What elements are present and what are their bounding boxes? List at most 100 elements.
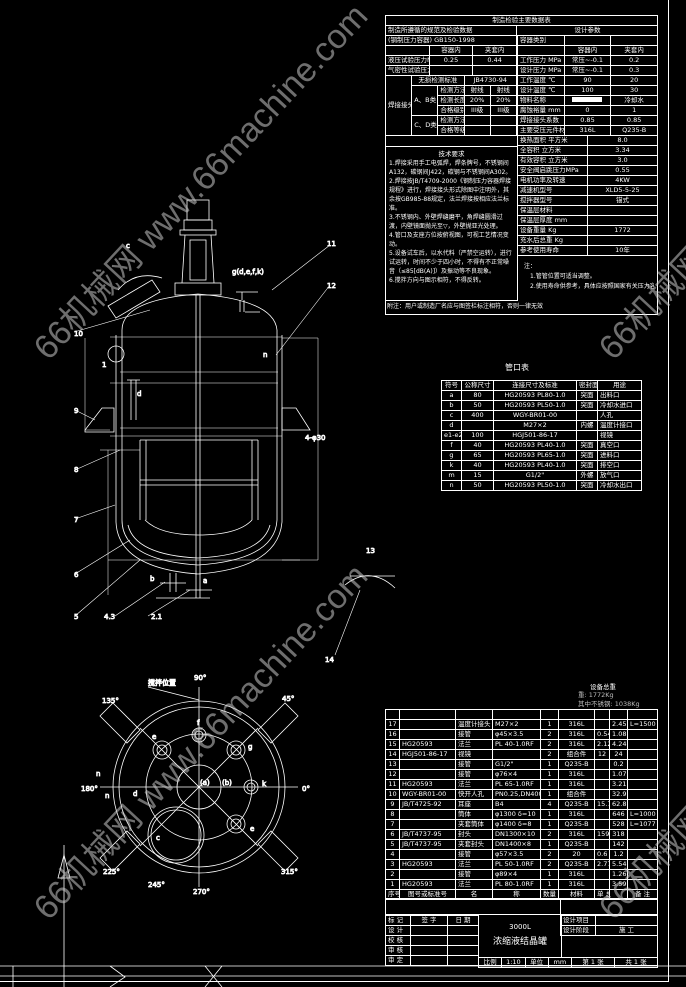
design-params-title: 设计参数 <box>574 26 601 34</box>
design-param-row-cell: 容器类别 <box>517 35 565 46</box>
design-param-row-cell: 工作压力 MPa <box>517 55 565 66</box>
design-param-row-cell <box>610 35 658 46</box>
weld-cell: 检测方法 <box>437 85 465 96</box>
parts-row-cell: 32.9 <box>609 789 628 800</box>
nozzle-row-cell: 400 <box>461 410 494 421</box>
sign-row: 审 核 <box>385 945 479 956</box>
nozzle-row-cell: 突面 <box>576 390 598 401</box>
design-param-row-cell: 3.0 <box>587 155 658 166</box>
parts-row-cell: Q235-B <box>558 839 595 850</box>
parts-row-cell: 3.21 <box>609 779 628 790</box>
parts-row-cell: 316L <box>558 779 595 790</box>
plan-c: c <box>156 834 160 842</box>
capacity: 3000L <box>509 923 531 931</box>
nozzle-row-cell <box>576 410 598 421</box>
label-4-3: 4.3 <box>104 613 115 621</box>
design-param-row: 保温层厚度 mm <box>517 215 658 226</box>
sign-row-cell: 审 核 <box>385 945 411 956</box>
inner-shell <box>121 293 278 566</box>
parts-row-cell: 11 <box>385 779 400 790</box>
parts-row-cell: HG20593 <box>399 879 456 890</box>
ndt-label: 无损检测标准 <box>411 75 465 86</box>
parts-row-cell: Q235-B <box>558 859 595 870</box>
weld-group-label: 焊接接头检测要求 <box>384 75 413 136</box>
plan-e2: e <box>250 825 254 833</box>
parts-row-cell: 视镜 <box>455 749 493 760</box>
angle-225: 225° <box>103 868 120 876</box>
drawing-frame <box>0 0 669 982</box>
design-param-row-cell: 20 <box>610 75 658 86</box>
parts-row-cell: 646 <box>609 809 628 820</box>
parts-row-cell: 4 <box>385 849 400 860</box>
design-param-row-cell: 搅拌器型号 <box>517 195 588 206</box>
design-param-row-cell: 3.34 <box>587 145 658 156</box>
design-param-row-cell <box>563 35 612 46</box>
parts-row-cell <box>399 869 456 880</box>
parts-row-cell: 14 <box>385 749 400 760</box>
parts-row-cell: 142 <box>609 839 628 850</box>
design-param-row-cell: 0.85 <box>610 115 658 126</box>
design-param-row-cell: 安全阀启跳压力MPa <box>517 165 588 176</box>
label-ear: 4-φ30 <box>305 434 326 442</box>
label-10: 10 <box>74 330 83 338</box>
design-param-row: 容器内夹套内 <box>517 45 658 56</box>
plan-e: e <box>152 733 156 741</box>
agitator-drive <box>174 199 222 296</box>
weld-cell: 20% <box>489 95 518 106</box>
parts-row-cell <box>627 769 658 780</box>
stainless-weight: 其中不锈钢: 1038Kg <box>578 700 640 708</box>
nozzle-row-cell: 视镜 <box>597 430 642 441</box>
jacket-bottom <box>127 524 271 559</box>
sign-row-cell <box>410 945 448 956</box>
parts-row-cell: 8 <box>385 809 400 820</box>
parts-row-cell <box>594 819 610 830</box>
parts-row-cell: G1/2" <box>492 759 541 770</box>
weld-cell: 20% <box>463 95 491 106</box>
parts-row-cell: 1 <box>540 869 559 880</box>
label-2-1: 2.1 <box>151 613 162 621</box>
spec-row-cell: (钢制压力容器) GB150-1998 <box>385 35 517 46</box>
design-param-row-cell <box>587 215 658 226</box>
design-param-row-cell: Q235-B <box>610 125 658 136</box>
parts-row-cell: 2 <box>540 829 559 840</box>
parts-row-cell: 159 <box>594 829 610 840</box>
nozzle-row-cell: 突面 <box>576 440 598 451</box>
parts-row-cell <box>627 799 658 810</box>
parts-row-cell: 接管 <box>455 759 493 770</box>
design-param-row-cell: 设计压力 MPa <box>517 65 565 76</box>
sheet-number: 第 1 张 <box>571 957 615 968</box>
spec-row-cell <box>472 65 517 76</box>
parts-row-cell: HG20593 <box>399 739 456 750</box>
design-param-row-cell: 有效容积 立方米 <box>517 155 588 166</box>
label-5: 5 <box>74 613 78 621</box>
design-param-row-cell <box>563 95 612 106</box>
nozzle-row-cell: 真空口 <box>597 440 642 451</box>
nozzle-row-cell: WGY-BR01-00 <box>493 410 577 421</box>
parts-row-cell <box>399 809 456 820</box>
parts-row-cell <box>594 719 610 730</box>
spec-row: (钢制压力容器) GB150-1998 <box>385 35 517 46</box>
parts-row-cell: φ57×3.5 <box>492 849 541 860</box>
design-param-row: 物料名称冷却水 <box>517 95 658 106</box>
parts-row-cell: HG20593 <box>399 859 456 870</box>
design-param-row-cell: 保温层厚度 mm <box>517 215 588 226</box>
parts-row-cell: 16 <box>385 729 400 740</box>
weld-class-label: A、B类 <box>411 85 439 116</box>
parts-row-cell <box>399 819 456 830</box>
label-7: 7 <box>74 516 78 524</box>
nozzle-row-cell: 排空口 <box>597 460 642 471</box>
nozzle-row-cell: 出料口 <box>597 390 642 401</box>
tech-requirement-item: 1.焊接采用手工电弧焊，焊条牌号，不锈钢间A132，碳钢间J422，碳钢与不锈钢… <box>389 160 512 176</box>
sign-row-cell: 审 定 <box>385 955 411 966</box>
parts-row-cell: 4 <box>540 799 559 810</box>
label-8: 8 <box>74 466 78 474</box>
